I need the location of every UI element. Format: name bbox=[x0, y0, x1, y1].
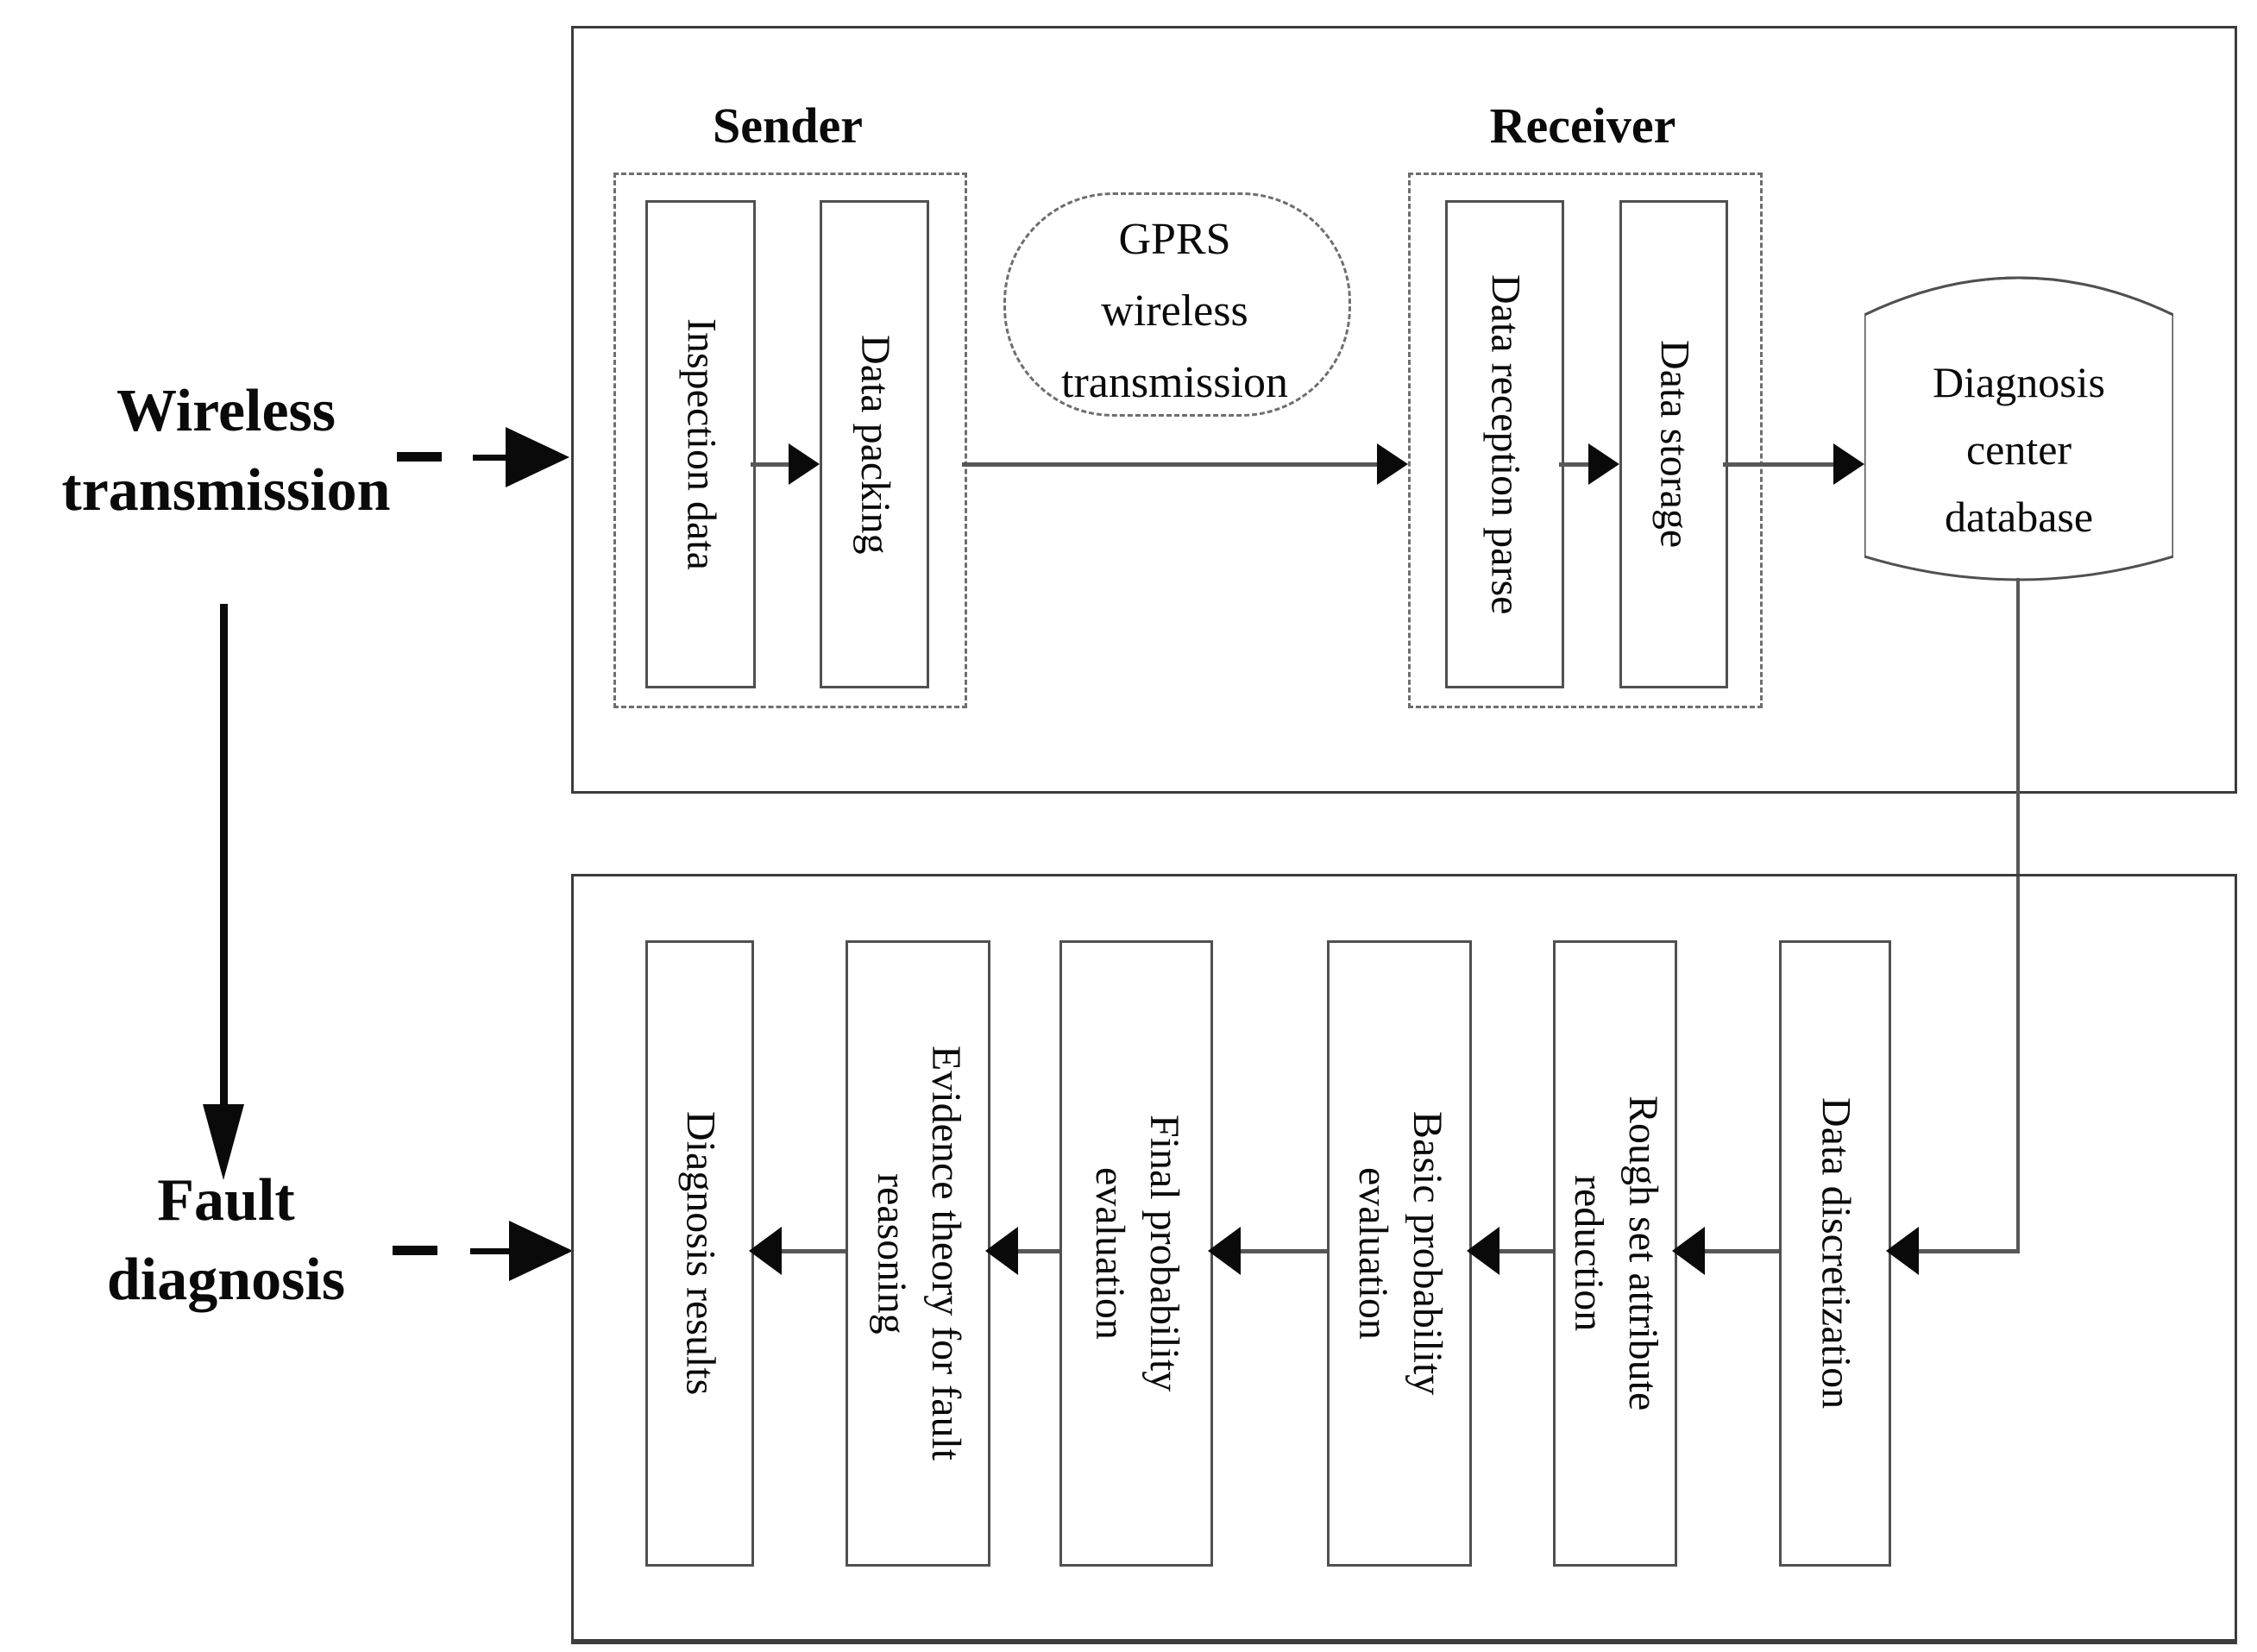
wireless-arrow-shaft bbox=[473, 455, 509, 461]
database-line2: center bbox=[1965, 425, 2072, 474]
final-probability-line2: evaluation bbox=[1087, 1167, 1133, 1340]
fault-arrow-shaft bbox=[470, 1248, 509, 1254]
arrow-reception-to-storage-head-icon bbox=[1588, 443, 1619, 485]
arrow-evidence-to-results-head-icon bbox=[749, 1227, 782, 1275]
inspection-data-box: Inspection data bbox=[645, 200, 756, 688]
basic-probability-line2: evaluation bbox=[1350, 1167, 1396, 1340]
arrow-basic-to-final-shaft bbox=[1241, 1249, 1327, 1253]
diagnosis-database-label: Diagnosis center database bbox=[1864, 349, 2173, 550]
gprs-cloud bbox=[1003, 192, 1351, 417]
receiver-group-box bbox=[1408, 173, 1763, 708]
data-storage-box: Data storage bbox=[1619, 200, 1728, 688]
evidence-theory-line1: Evidence theory for fault bbox=[922, 1046, 969, 1461]
diagnosis-results-box: Diagnosis results bbox=[645, 940, 754, 1567]
final-probability-line1: Final probability bbox=[1141, 1115, 1187, 1392]
fault-diagnosis-label: Fault diagnosis bbox=[10, 1161, 442, 1320]
diagnosis-results-label: Diagnosis results bbox=[677, 1111, 724, 1396]
arrow-database-to-discretization-shaft bbox=[1919, 1249, 2020, 1253]
wireless-label-line1: Wireless bbox=[116, 378, 336, 444]
gprs-line3: transmission bbox=[1061, 358, 1288, 407]
arrow-sender-to-receiver-head-icon bbox=[1377, 443, 1408, 485]
arrow-reception-to-storage-shaft bbox=[1559, 462, 1588, 467]
arrow-discretization-to-roughset-head-icon bbox=[1672, 1227, 1705, 1275]
arrow-final-to-evidence-shaft bbox=[1018, 1249, 1059, 1253]
evidence-theory-line2: reasoning bbox=[869, 1172, 915, 1335]
final-probability-evaluation-box: Final probability evaluation bbox=[1059, 940, 1213, 1567]
sender-group-box bbox=[613, 173, 967, 708]
wireless-label-line2: transmission bbox=[61, 457, 391, 524]
fault-diagnosis-section-box bbox=[571, 874, 2237, 1644]
arrow-inspection-to-packing-shaft bbox=[751, 462, 789, 467]
arrow-sender-to-receiver-shaft bbox=[962, 462, 1377, 467]
wireless-transmission-label: Wireless transmission bbox=[10, 372, 442, 531]
data-reception-parse-box: Data reception parse bbox=[1445, 200, 1564, 688]
gprs-cloud-label: GPRS wireless transmission bbox=[1003, 204, 1346, 418]
arrow-basic-to-final-head-icon bbox=[1208, 1227, 1241, 1275]
data-packing-label: Data packing bbox=[852, 334, 898, 555]
fault-arrowhead-icon bbox=[509, 1221, 573, 1281]
basic-probability-evaluation-box: Basic probability evaluation bbox=[1327, 940, 1472, 1567]
fault-label-line2: diagnosis bbox=[106, 1247, 346, 1313]
arrow-database-to-discretization-head-icon bbox=[1886, 1227, 1919, 1275]
arrow-storage-to-database-head-icon bbox=[1833, 443, 1864, 485]
database-line1: Diagnosis bbox=[1933, 358, 2105, 406]
gprs-line2: wireless bbox=[1101, 286, 1248, 336]
rough-set-attribute-reduction-box: Rough set attribute reduction bbox=[1553, 940, 1677, 1567]
wireless-arrow-dash bbox=[397, 452, 442, 462]
arrow-roughset-to-basic-shaft bbox=[1499, 1249, 1553, 1253]
wireless-transmission-section-box bbox=[571, 26, 2237, 794]
database-cylinder-icon bbox=[1864, 276, 2173, 581]
database-to-pipeline-connector bbox=[2016, 578, 2020, 1253]
fault-arrow-dash bbox=[393, 1246, 437, 1255]
data-discretization-box: Data discretization bbox=[1779, 940, 1891, 1567]
evidence-theory-box: Evidence theory for fault reasoning bbox=[846, 940, 990, 1567]
data-discretization-label: Data discretization bbox=[1813, 1097, 1859, 1410]
arrow-discretization-to-roughset-shaft bbox=[1705, 1249, 1779, 1253]
vertical-connector-shaft bbox=[220, 604, 228, 1104]
arrow-storage-to-database-shaft bbox=[1723, 462, 1833, 467]
data-packing-box: Data packing bbox=[820, 200, 929, 688]
inspection-data-label: Inspection data bbox=[678, 318, 725, 570]
rough-set-line2: reduction bbox=[1566, 1175, 1612, 1332]
database-line3: database bbox=[1944, 493, 2094, 541]
gprs-line1: GPRS bbox=[1118, 215, 1231, 264]
sender-title: Sender bbox=[713, 97, 863, 154]
vertical-connector-arrowhead-icon bbox=[203, 1104, 244, 1180]
arrow-final-to-evidence-head-icon bbox=[985, 1227, 1018, 1275]
arrow-inspection-to-packing-head-icon bbox=[789, 443, 820, 485]
basic-probability-line1: Basic probability bbox=[1404, 1111, 1450, 1396]
fault-label-line1: Fault bbox=[157, 1167, 295, 1234]
wireless-arrowhead-icon bbox=[506, 427, 569, 487]
rough-set-line1: Rough set attribute bbox=[1619, 1096, 1666, 1411]
arrow-roughset-to-basic-head-icon bbox=[1467, 1227, 1499, 1275]
receiver-title: Receiver bbox=[1489, 97, 1676, 154]
arrow-evidence-to-results-shaft bbox=[782, 1249, 846, 1253]
data-storage-label: Data storage bbox=[1651, 340, 1698, 549]
data-reception-parse-label: Data reception parse bbox=[1482, 273, 1529, 615]
